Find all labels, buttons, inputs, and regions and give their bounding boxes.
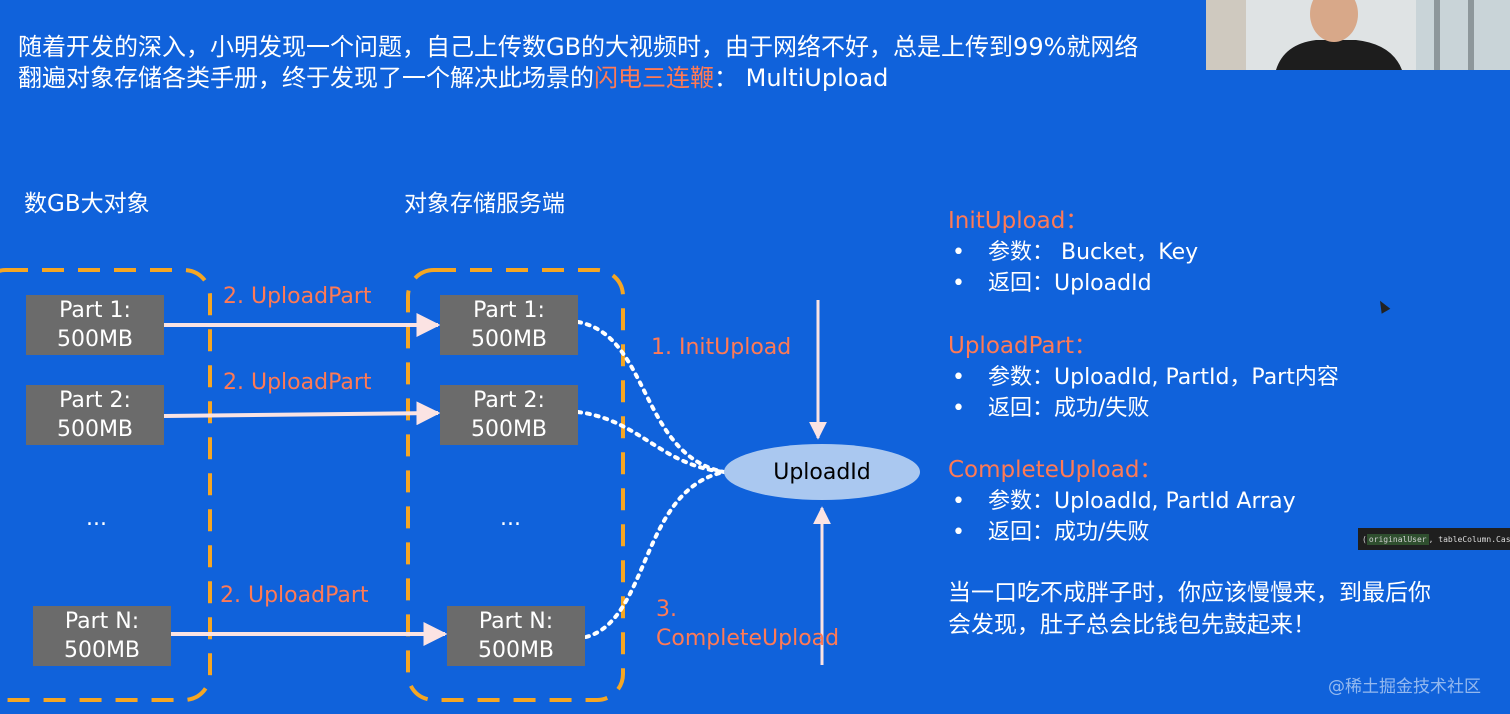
- client-part-2: Part 2: 500MB: [26, 385, 164, 445]
- upload-part-label-2: 2. UploadPart: [223, 370, 372, 395]
- part-name: Part 2:: [473, 388, 545, 413]
- api-param-text: 参数：UploadId, PartId Array: [988, 489, 1296, 514]
- api-complete-upload: CompleteUpload： • 参数：UploadId, PartId Arr…: [948, 455, 1296, 548]
- summary-line-2: 会发现，肚子总会比钱包先鼓起来！: [948, 612, 1316, 638]
- client-frame: [0, 268, 212, 702]
- upload-arrow-2: [163, 401, 441, 426]
- api-param: • 参数：UploadId, PartId，Part内容: [948, 362, 1339, 393]
- intro-highlight: 闪电三连鞭: [594, 64, 714, 92]
- code-tooltip-open: (: [1362, 534, 1367, 544]
- api-param-text: 参数：UploadId, PartId，Part内容: [988, 365, 1339, 390]
- intro-line-1: 随着开发的深入，小明发现一个问题，自己上传数GB的大视频时，由于网络不好，总是上…: [18, 33, 1139, 61]
- intro-line-2-suffix: ： MultiUpload: [714, 64, 889, 92]
- code-tooltip-rest: , tableColumn.Cas: [1428, 534, 1510, 544]
- api-return: • 返回：UploadId: [948, 268, 1198, 299]
- intro-text: 随着开发的深入，小明发现一个问题，自己上传数GB的大视频时，由于网络不好，总是上…: [18, 32, 1138, 94]
- api-return-text: 返回：UploadId: [988, 271, 1152, 296]
- server-frame: [406, 268, 625, 702]
- bullet-icon: •: [952, 520, 965, 545]
- watermark: @稀土掘金技术社区: [1328, 677, 1481, 697]
- part-name: Part N:: [64, 609, 140, 634]
- code-tooltip: (originalUser, tableColumn.Cas: [1358, 528, 1510, 550]
- api-upload-part: UploadPart： •参数：UploadId, PartId，Part内容 …: [948, 331, 1339, 424]
- api-return: • 返回：成功/失败: [948, 393, 1339, 424]
- server-heading: 对象存储服务端: [404, 191, 565, 217]
- api-title: UploadPart：: [948, 333, 1097, 359]
- upload-id-ellipse: UploadId: [724, 444, 920, 500]
- dotted-curve-1: [576, 320, 726, 474]
- bullet-icon: •: [952, 271, 965, 296]
- upload-id-label: UploadId: [773, 459, 871, 485]
- api-param: • 参数： Bucket，Key: [948, 237, 1198, 268]
- complete-upload-num: 3.: [656, 597, 677, 622]
- webcam-video: [1206, 0, 1510, 70]
- part-name: Part 1:: [473, 298, 545, 323]
- server-part-2: Part 2: 500MB: [440, 385, 578, 445]
- api-title: CompleteUpload：: [948, 457, 1163, 483]
- api-return-text: 返回：成功/失败: [988, 520, 1150, 545]
- part-size: 500MB: [477, 638, 555, 663]
- api-init-upload: InitUpload： • 参数： Bucket，Key • 返回：UploadId: [948, 206, 1198, 299]
- bullet-icon: •: [952, 365, 965, 390]
- upload-part-label-n: 2. UploadPart: [220, 583, 369, 608]
- part-name: Part 2:: [59, 388, 131, 413]
- part-name: Part N:: [478, 609, 554, 634]
- part-size: 500MB: [63, 638, 141, 663]
- part-name: Part 1:: [59, 298, 131, 323]
- bullet-icon: •: [952, 489, 965, 514]
- client-heading: 数GB大对象: [24, 191, 150, 217]
- api-title: InitUpload：: [948, 208, 1089, 234]
- dotted-curve-n: [584, 470, 726, 639]
- api-param-text: 参数： Bucket，Key: [988, 240, 1199, 265]
- complete-upload-label: CompleteUpload: [656, 626, 840, 651]
- api-return: • 返回：成功/失败: [948, 517, 1296, 548]
- intro-line-2: 翻遍对象存储各类手册，终于发现了一个解决此场景的闪电三连鞭： MultiUplo…: [18, 63, 1138, 94]
- server-part-n: Part N: 500MB: [447, 606, 585, 666]
- bullet-icon: •: [952, 240, 965, 265]
- summary-text: 当一口吃不成胖子时，你应该慢慢来，到最后你 会发现，肚子总会比钱包先鼓起来！: [948, 577, 1431, 641]
- summary-line-1: 当一口吃不成胖子时，你应该慢慢来，到最后你: [948, 580, 1431, 606]
- part-size: 500MB: [470, 417, 548, 442]
- client-part-1: Part 1: 500MB: [26, 295, 164, 355]
- client-part-n: Part N: 500MB: [33, 606, 171, 666]
- part-size: 500MB: [56, 327, 134, 352]
- part-size: 500MB: [56, 417, 134, 442]
- api-param: • 参数：UploadId, PartId Array: [948, 486, 1296, 517]
- api-return-text: 返回：成功/失败: [988, 396, 1150, 421]
- client-ellipsis: ...: [86, 506, 107, 531]
- intro-line-2-prefix: 翻遍对象存储各类手册，终于发现了一个解决此场景的: [18, 64, 594, 92]
- server-ellipsis: ...: [500, 506, 521, 531]
- dotted-curve-2: [576, 410, 726, 474]
- init-upload-label: 1. InitUpload: [651, 335, 792, 360]
- part-size: 500MB: [470, 327, 548, 352]
- code-tooltip-key: originalUser: [1366, 533, 1429, 545]
- webcam-image: [1206, 0, 1510, 70]
- bullet-icon: •: [952, 396, 965, 421]
- server-part-1: Part 1: 500MB: [440, 295, 578, 355]
- upload-part-label-1: 2. UploadPart: [223, 284, 372, 309]
